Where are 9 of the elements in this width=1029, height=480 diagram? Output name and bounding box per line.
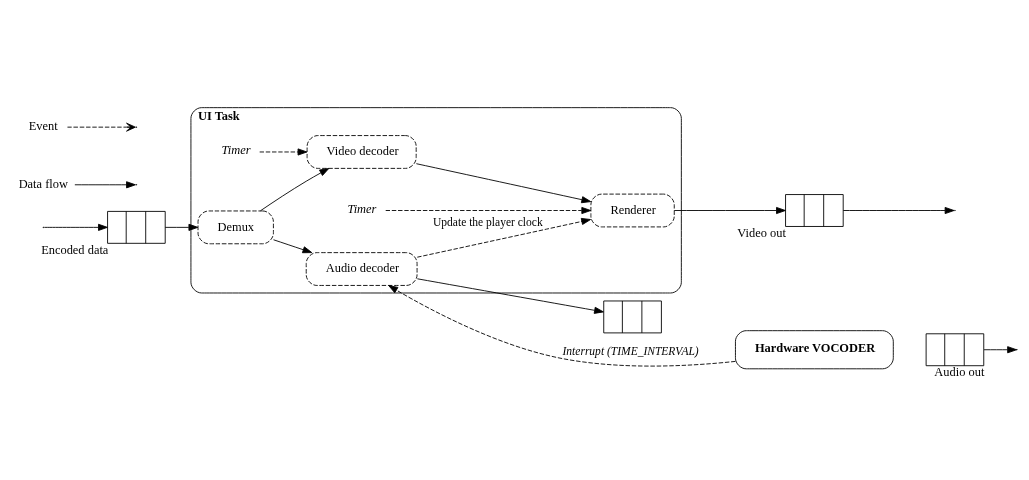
- edge-label: Interrupt (TIME_INTERVAL): [562, 344, 699, 357]
- node-text: Timer: [221, 143, 251, 158]
- node-label: Video out: [737, 225, 786, 240]
- node-label: Audio out: [934, 365, 985, 380]
- legend-label: Data flow: [18, 177, 68, 192]
- node-text: Timer: [347, 201, 377, 216]
- node-label: Encoded data: [41, 242, 109, 257]
- legend-label: Event: [28, 119, 58, 134]
- edge-label: Update the player clock: [433, 215, 543, 228]
